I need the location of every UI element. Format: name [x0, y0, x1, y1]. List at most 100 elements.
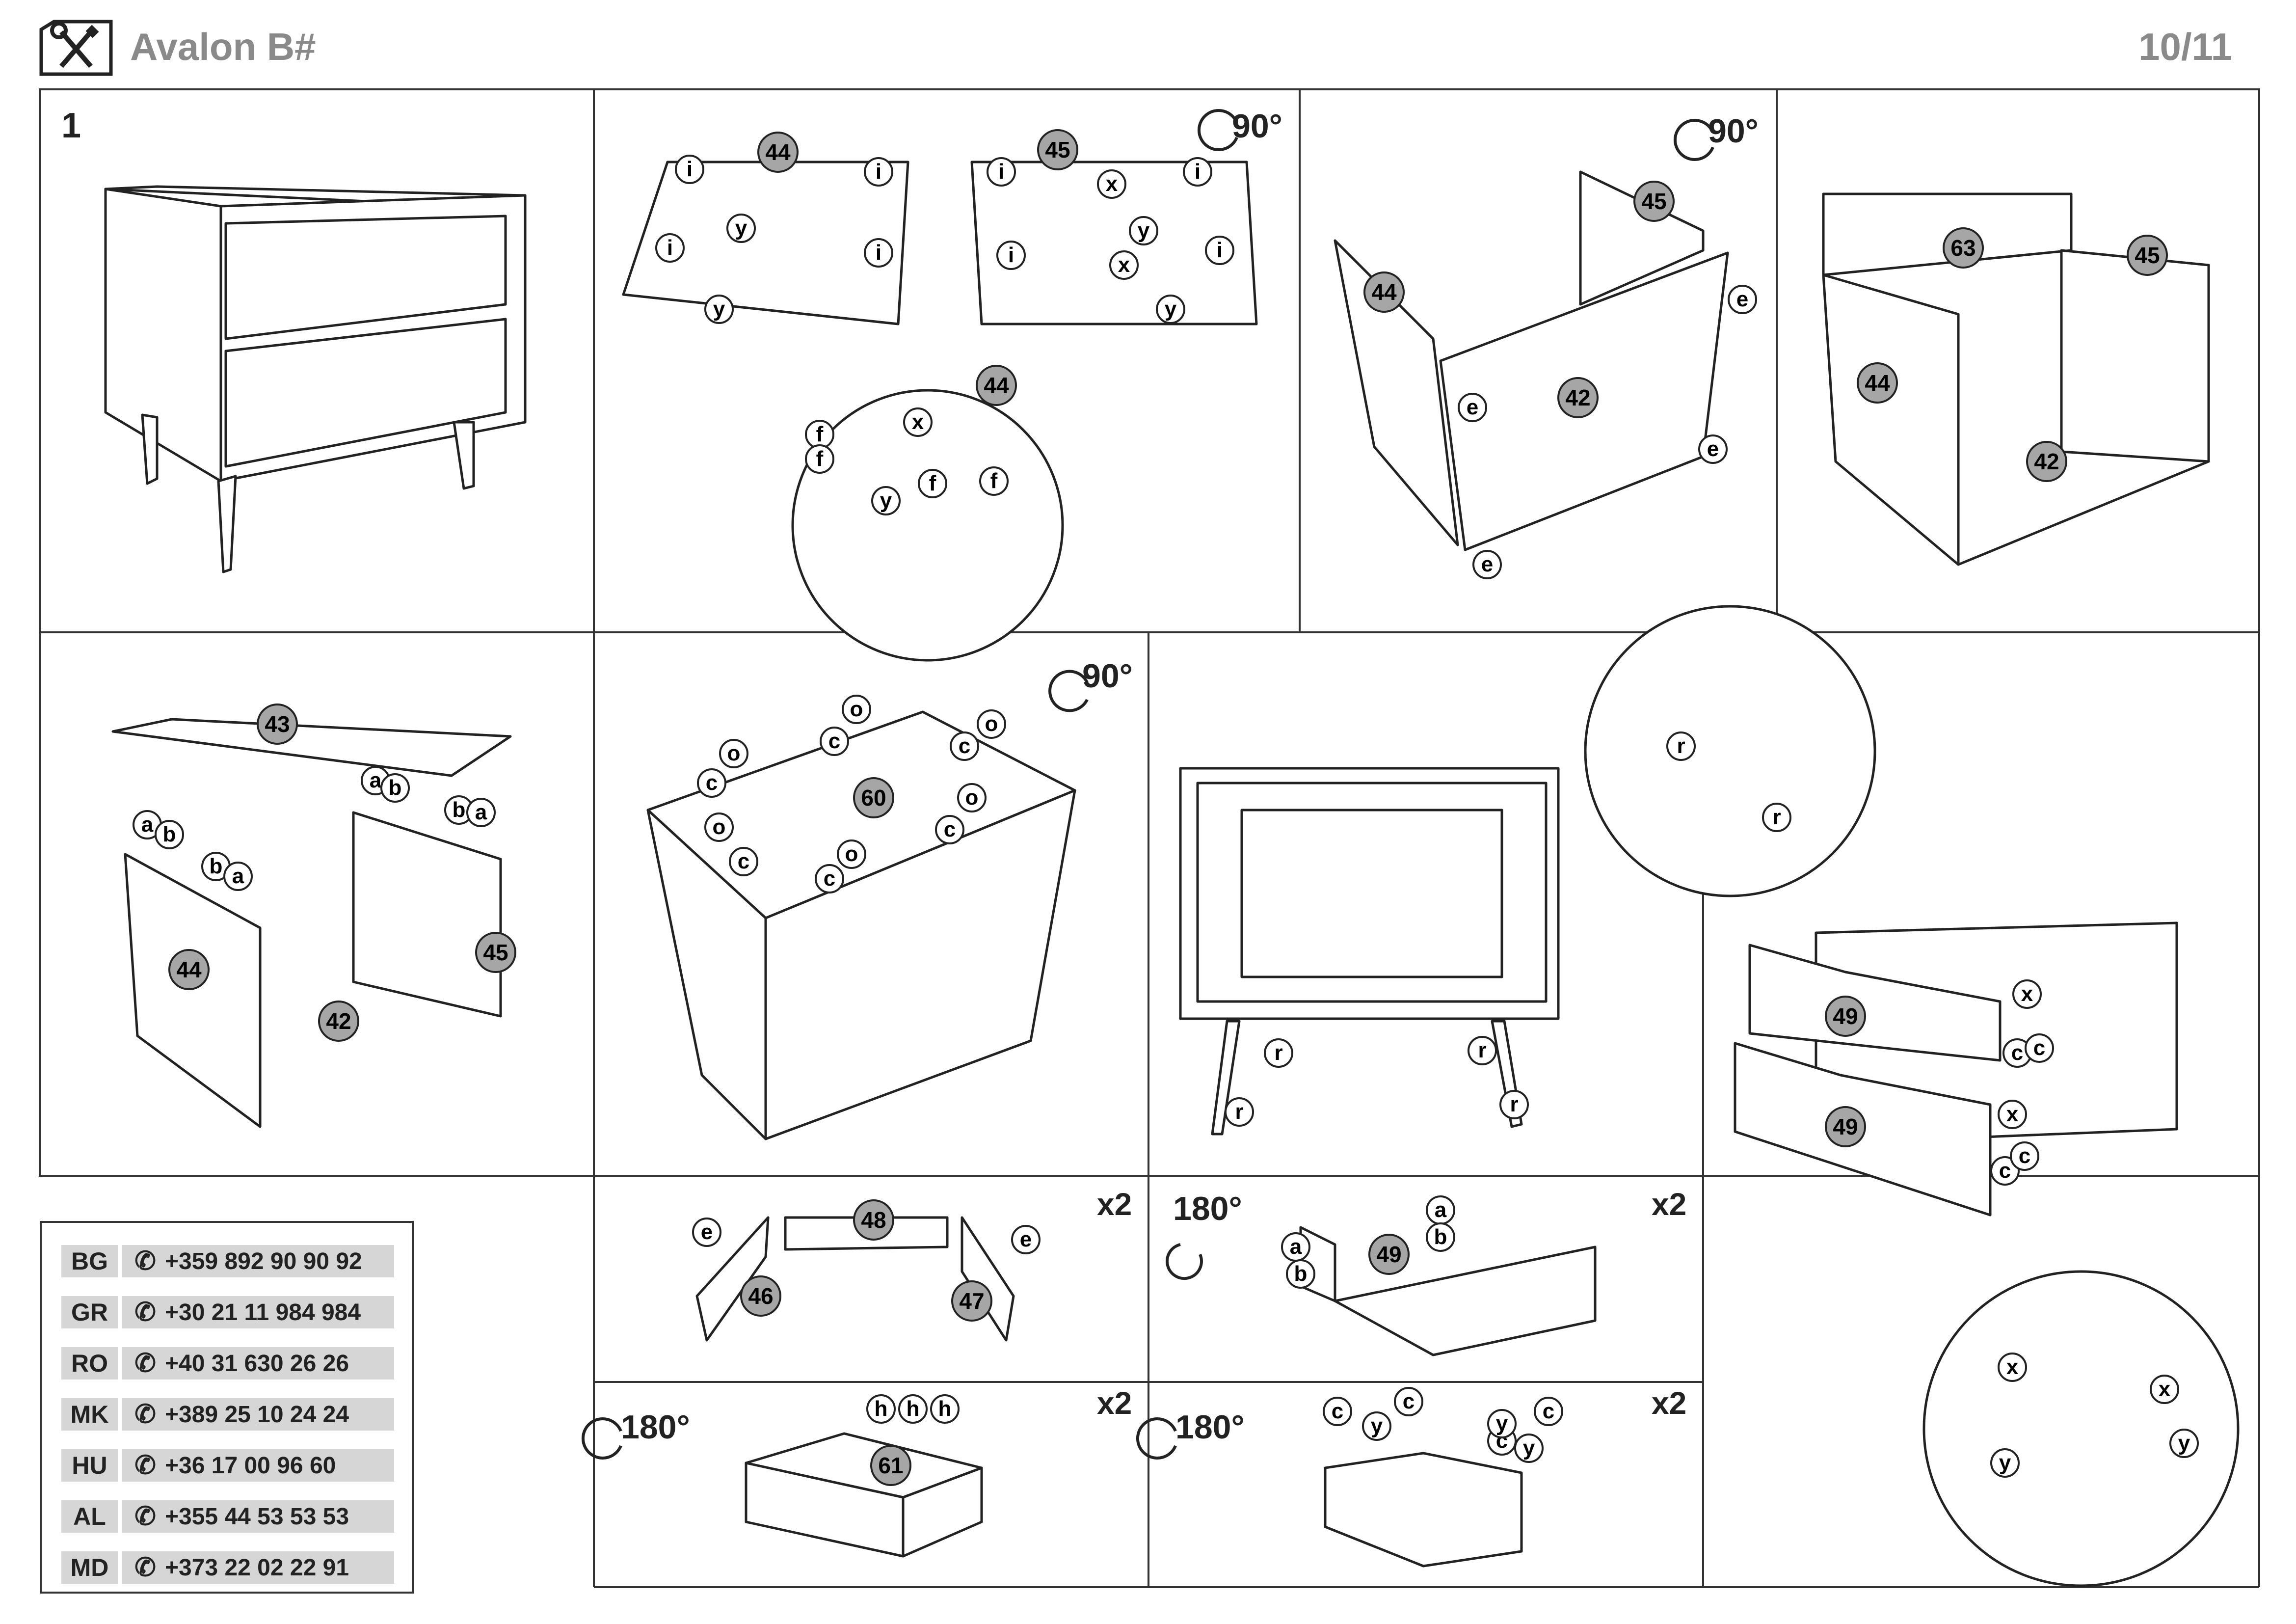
part-number: 42 — [2034, 449, 2059, 474]
part-badge — [853, 777, 894, 818]
phone-icon: ✆ — [134, 1298, 156, 1326]
support-phones: BG ✆+359 892 90 90 92 GR ✆+30 21 11 984 … — [40, 1221, 414, 1594]
hardware-badge — [1990, 1156, 2020, 1186]
phone-icon: ✆ — [134, 1553, 156, 1582]
hardware-letter: c — [1332, 1399, 1343, 1423]
hardware-badge — [1264, 1038, 1293, 1068]
hardware-badge — [1468, 1036, 1497, 1065]
hardware-badge — [1394, 1387, 1423, 1416]
hardware-badge — [223, 862, 253, 891]
part-badge — [1633, 181, 1675, 222]
multiplier-label: x2 — [1097, 1385, 1132, 1421]
hardware-badge — [1225, 1097, 1254, 1127]
country-code: MK — [61, 1398, 118, 1431]
part-number: 45 — [1641, 189, 1666, 214]
hardware-letter: c — [738, 849, 749, 873]
phone-row: MD ✆+373 22 02 22 91 — [61, 1551, 394, 1584]
hardware-letter: x — [2021, 982, 2033, 1006]
hardware-badge — [930, 1394, 960, 1424]
hardware-letter: o — [727, 741, 741, 765]
part-badge — [2026, 441, 2067, 482]
part-badge — [1363, 271, 1405, 313]
phone-number[interactable]: +30 21 11 984 984 — [165, 1299, 361, 1326]
hardware-badge — [466, 798, 496, 827]
hardware-letter: o — [985, 712, 998, 736]
phone-number[interactable]: +40 31 630 26 26 — [165, 1350, 349, 1377]
hardware-letter: a — [1435, 1198, 1447, 1222]
part-number: 63 — [1950, 235, 1976, 261]
hardware-letter: f — [990, 469, 998, 493]
hardware-letter: a — [141, 812, 154, 837]
part-badge — [2127, 235, 2168, 276]
hardware-letter: e — [1736, 287, 1748, 311]
hardware-badge — [820, 727, 849, 756]
phone-number[interactable]: +355 44 53 53 53 — [165, 1503, 349, 1530]
hardware-letter: y — [880, 488, 892, 513]
phone-row: BG ✆+359 892 90 90 92 — [61, 1245, 394, 1277]
hardware-badge — [837, 839, 866, 869]
hardware-letter: e — [1481, 552, 1493, 576]
multiplier-label: x2 — [1097, 1187, 1132, 1222]
page-number: 10/11 — [2138, 25, 2232, 68]
part-number: 48 — [861, 1207, 886, 1233]
hardware-letter: o — [713, 815, 726, 839]
hardware-letter: c — [2033, 1036, 2045, 1060]
hardware-letter: y — [735, 216, 748, 240]
hardware-letter: x — [1106, 172, 1118, 196]
phone-number[interactable]: +36 17 00 96 60 — [165, 1452, 336, 1479]
hardware-letter: h — [875, 1397, 888, 1421]
hardware-badge — [697, 768, 726, 798]
phone-number[interactable]: +359 892 90 90 92 — [165, 1248, 362, 1274]
part-badge — [951, 1280, 992, 1322]
hardware-badge — [2169, 1429, 2199, 1458]
hardware-badge — [898, 1394, 928, 1424]
hardware-letter: i — [1195, 160, 1201, 184]
hardware-badge — [1728, 285, 1757, 314]
part-number: 44 — [765, 139, 791, 165]
hardware-letter: r — [1510, 1092, 1518, 1116]
hardware-badge — [1499, 1090, 1529, 1119]
hardware-badge — [1183, 157, 1212, 187]
hardware-badge — [1534, 1397, 1563, 1426]
part-number: 60 — [861, 785, 886, 811]
rotation-label: 180° — [1173, 1190, 1242, 1227]
hardware-letter: c — [1543, 1399, 1554, 1423]
phone-row: AL ✆+355 44 53 53 53 — [61, 1500, 394, 1533]
hardware-letter: c — [1403, 1389, 1415, 1413]
hardware-badge — [950, 731, 979, 761]
hardware-badge — [2150, 1375, 2179, 1404]
part-badge — [168, 949, 210, 990]
hardware-letter: e — [701, 1220, 713, 1244]
hardware-letter: x — [1118, 253, 1130, 277]
part-badge — [1943, 227, 1984, 269]
hardware-badge — [918, 469, 947, 498]
phone-number[interactable]: +373 22 02 22 91 — [165, 1554, 349, 1581]
hardware-badge — [1109, 250, 1139, 280]
rotation-label: 90° — [1232, 108, 1282, 145]
phone-icon: ✆ — [134, 1349, 156, 1378]
hardware-letter: x — [912, 410, 924, 434]
multiplier-label: x2 — [1652, 1187, 1686, 1222]
phone-number[interactable]: +389 25 10 24 24 — [165, 1401, 349, 1428]
hardware-letter: i — [667, 236, 673, 260]
hardware-letter: c — [1999, 1159, 2011, 1183]
hardware-badge — [1998, 1353, 2027, 1382]
rotation-label: 180° — [1175, 1408, 1245, 1446]
hardware-letter: b — [453, 798, 466, 822]
hardware-letter: r — [1235, 1100, 1243, 1124]
part-badge — [1037, 129, 1078, 170]
hardware-letter: x — [2159, 1377, 2171, 1401]
hardware-badge — [1458, 393, 1487, 422]
hardware-letter: c — [2019, 1144, 2030, 1168]
hardware-letter: c — [959, 734, 970, 758]
hardware-badge — [1156, 295, 1185, 324]
hardware-badge — [1323, 1397, 1352, 1426]
phone-row: RO ✆+40 31 630 26 26 — [61, 1347, 394, 1380]
hardware-badge — [1487, 1409, 1517, 1438]
part-badge — [853, 1199, 894, 1241]
part-number: 44 — [1865, 370, 1890, 396]
phone-icon: ✆ — [134, 1502, 156, 1531]
part-badge — [740, 1275, 781, 1317]
hardware-badge — [1362, 1411, 1391, 1441]
